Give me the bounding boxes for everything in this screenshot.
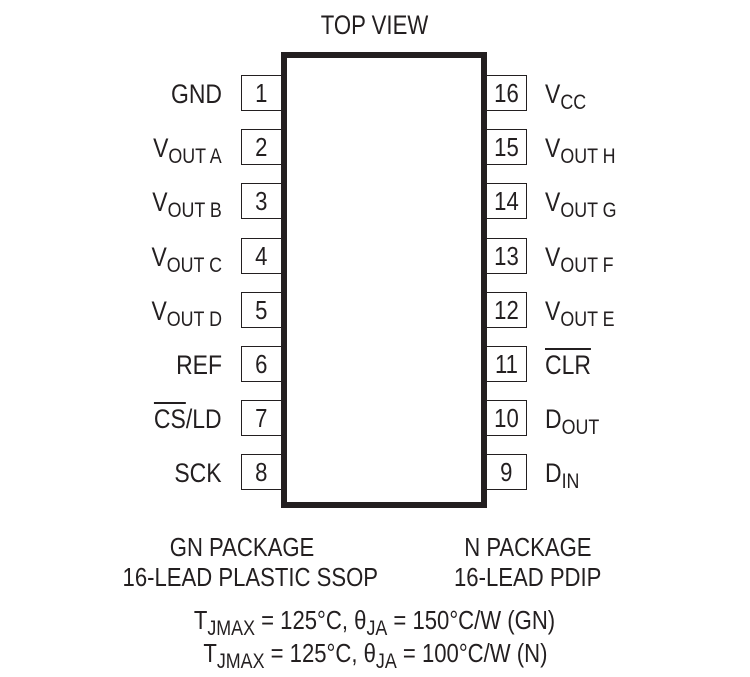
pin-12-box: 12 <box>487 291 527 328</box>
pin-5-box: 5 <box>241 291 281 328</box>
pin-10-box: 10 <box>487 400 527 437</box>
pin-label-sck: SCK <box>174 458 222 489</box>
pin-label-vout-f: VOUT F <box>545 241 614 277</box>
pin-label-clr: CLR <box>545 350 591 380</box>
gn-package-line2: 16-LEAD PLASTIC SSOP <box>122 562 379 592</box>
gn-package-line1: GN PACKAGE <box>170 532 315 562</box>
thermal-spec-n: TJMAX = 125°C, θJA = 100°C/W (N) <box>202 638 548 673</box>
pin-15-box: 15 <box>487 129 527 166</box>
pin-8-box: 8 <box>241 454 281 491</box>
ic-package-body <box>281 52 487 508</box>
pin-14-box: 14 <box>487 183 527 220</box>
pin-label-vcc: VCC <box>545 79 587 114</box>
pin-11-box: 11 <box>487 346 527 382</box>
pin-label-gnd: GND <box>171 79 222 109</box>
thermal-spec-gn: TJMAX = 125°C, θJA = 150°C/W (GN) <box>194 605 556 640</box>
n-package-line2: 16-LEAD PDIP <box>454 562 602 592</box>
pin-9-box: 9 <box>487 454 527 491</box>
pin-label-vout-h: VOUT H <box>545 133 616 169</box>
pin-16-box: 16 <box>487 75 527 111</box>
gn-package-label: GN PACKAGE 16-LEAD PLASTIC SSOP <box>100 532 385 592</box>
pin-6-box: 6 <box>241 346 281 382</box>
pin-label-vout-a: VOUT A <box>153 133 222 169</box>
pin-label-din: DIN <box>545 458 580 494</box>
pin-label-vout-b: VOUT B <box>152 187 222 223</box>
pin-3-box: 3 <box>241 183 281 220</box>
pin-7-box: 7 <box>241 400 281 437</box>
pin-13-box: 13 <box>487 237 527 274</box>
pin-label-vout-c: VOUT C <box>151 241 222 277</box>
pin-label-vout-g: VOUT G <box>545 187 617 223</box>
pin-label-ref: REF <box>176 350 222 380</box>
pin-4-box: 4 <box>241 237 281 274</box>
pin-label-vout-e: VOUT E <box>545 295 615 331</box>
n-package-label: N PACKAGE 16-LEAD PDIP <box>430 532 626 592</box>
pin-label-cs-ld: CS/LD <box>154 404 222 435</box>
pin-1-box: 1 <box>241 75 281 111</box>
pin-label-dout: DOUT <box>545 404 600 440</box>
n-package-line1: N PACKAGE <box>464 532 592 562</box>
pin-2-box: 2 <box>241 129 281 166</box>
pin-label-vout-d: VOUT D <box>151 295 222 331</box>
top-view-title: TOP VIEW <box>321 10 429 40</box>
